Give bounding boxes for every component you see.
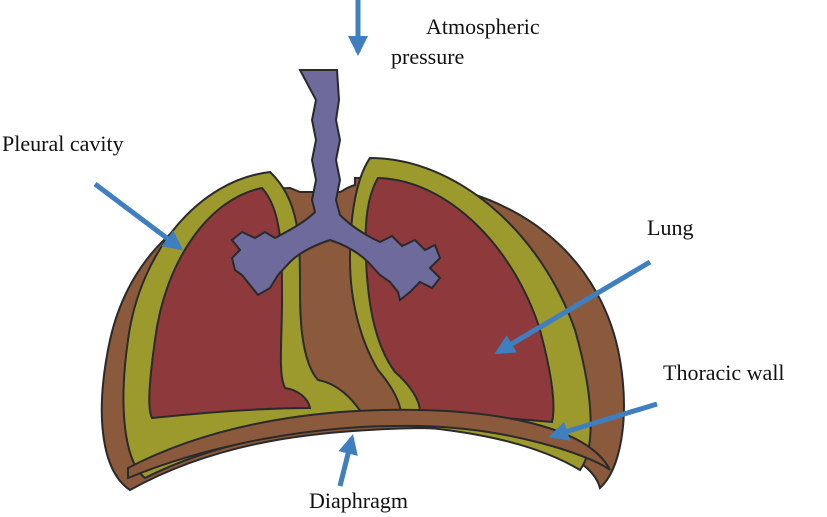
- diaphragm-arrow: [337, 434, 358, 487]
- label-atmospheric-pressure-line2: pressure: [391, 44, 464, 69]
- trachea-bronchi: [230, 69, 442, 302]
- thoracic-wall-arrow: [548, 401, 658, 441]
- diaphragm: [127, 408, 611, 480]
- pleural-cavity-arrow: [93, 182, 184, 251]
- label-atmospheric-pressure-line1: Atmospheric: [426, 14, 540, 39]
- label-diaphragm: Diaphragm: [309, 488, 408, 513]
- label-lung: Lung: [647, 215, 693, 240]
- label-pleural-cavity: Pleural cavity: [2, 131, 124, 156]
- label-thoracic-wall: Thoracic wall: [663, 360, 785, 385]
- lung-arrow: [494, 259, 652, 355]
